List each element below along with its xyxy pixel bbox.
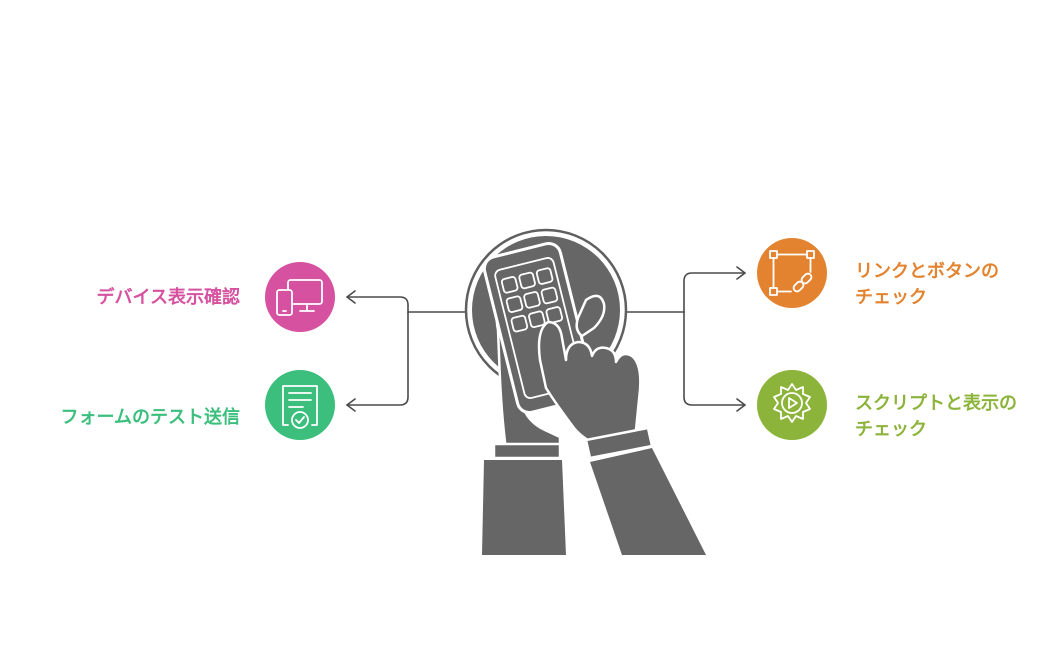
arrowhead-links xyxy=(736,266,746,280)
connector-to-script xyxy=(683,311,746,406)
left-thumb xyxy=(575,294,606,338)
arrowhead-script xyxy=(736,398,746,412)
form-badge xyxy=(265,370,335,440)
label-script-line2: チェック xyxy=(855,419,927,440)
label-links-line2: チェック xyxy=(855,287,927,308)
link-frame-icon xyxy=(769,250,815,296)
label-device-check: デバイス表示確認 xyxy=(96,287,240,308)
connector-to-device xyxy=(346,296,409,313)
left-cuff xyxy=(492,442,562,460)
gear-play-icon xyxy=(773,383,811,423)
hands-holding-phone-illustration xyxy=(464,228,706,555)
right-sleeve xyxy=(590,448,706,555)
arrowhead-device xyxy=(346,290,356,304)
script-badge xyxy=(757,370,827,440)
links-badge xyxy=(757,238,827,308)
label-links-line1: リンクとボタンの xyxy=(855,261,999,282)
label-form-test: フォームのテスト送信 xyxy=(60,407,240,428)
devices-icon xyxy=(276,279,323,316)
label-links-buttons: リンクとボタンの チェック xyxy=(855,259,999,311)
label-script-display: スクリプトと表示の チェック xyxy=(855,391,1017,443)
certificate-check-icon xyxy=(282,385,318,429)
left-sleeve xyxy=(482,460,566,555)
connector-to-form xyxy=(346,311,409,406)
right-cuff xyxy=(584,426,654,460)
connector-to-links xyxy=(683,272,746,313)
device-badge xyxy=(265,262,335,332)
label-script-line1: スクリプトと表示の xyxy=(855,393,1017,414)
phone-app-grid xyxy=(500,267,564,333)
connectors xyxy=(346,266,746,412)
arrowhead-form xyxy=(346,398,356,412)
